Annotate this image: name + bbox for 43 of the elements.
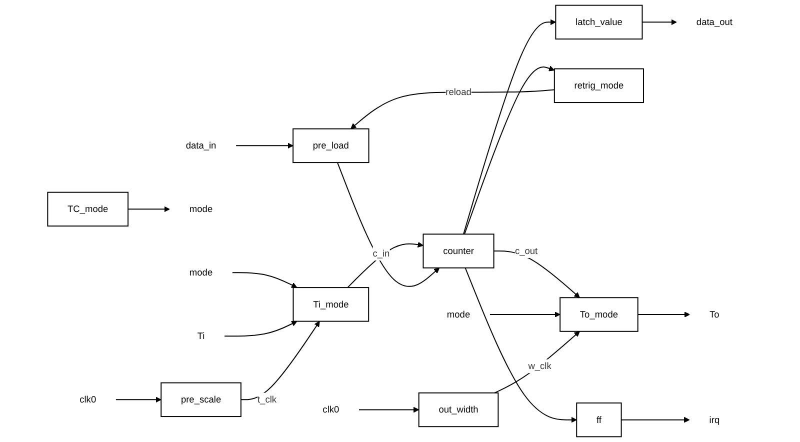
arrow — [464, 66, 555, 235]
edge-label: reload — [446, 86, 472, 98]
arrow — [236, 142, 294, 149]
node-text: data_in — [186, 140, 216, 151]
node-text: clk0 — [80, 394, 96, 405]
node-box: pre_scale — [160, 382, 242, 418]
node-text: mode — [189, 204, 213, 214]
edge-label: t_clk — [257, 394, 277, 405]
node-box: out_width — [418, 392, 499, 428]
node-text: To — [710, 308, 720, 320]
arrow — [494, 331, 580, 394]
node-box: counter — [422, 234, 494, 268]
arrow — [489, 312, 560, 318]
arrow — [336, 162, 440, 287]
node-box: pre_load — [292, 128, 370, 164]
arrow — [347, 242, 424, 288]
node-text: clk0 — [322, 404, 340, 415]
node-box: ff — [576, 402, 622, 438]
node-text: data_out — [696, 16, 732, 28]
node-box: latch_value — [555, 4, 643, 40]
node-box: Ti_mode — [292, 287, 370, 322]
node-text: mode — [446, 308, 470, 320]
arrow — [232, 272, 298, 288]
node-text: mode — [189, 267, 213, 278]
arrow — [358, 406, 420, 413]
node-box: To_mode — [560, 297, 638, 332]
edge-label: w_clk — [528, 360, 552, 372]
arrow — [115, 396, 162, 403]
node-text: irq — [709, 414, 720, 425]
arrow — [224, 321, 298, 337]
arrow — [493, 250, 580, 298]
arrow — [463, 19, 556, 235]
node-text: Ti — [197, 330, 205, 342]
arrow — [637, 312, 690, 318]
arrow — [240, 321, 320, 400]
arrow — [642, 19, 677, 26]
edge-label: c_out — [514, 245, 538, 256]
node-box: TC_mode — [47, 192, 129, 227]
arrow — [464, 267, 577, 423]
arrow — [128, 206, 170, 212]
node-box: retrig_mode — [554, 68, 644, 104]
edge-label: c_in — [372, 248, 390, 259]
arrow — [620, 416, 690, 423]
